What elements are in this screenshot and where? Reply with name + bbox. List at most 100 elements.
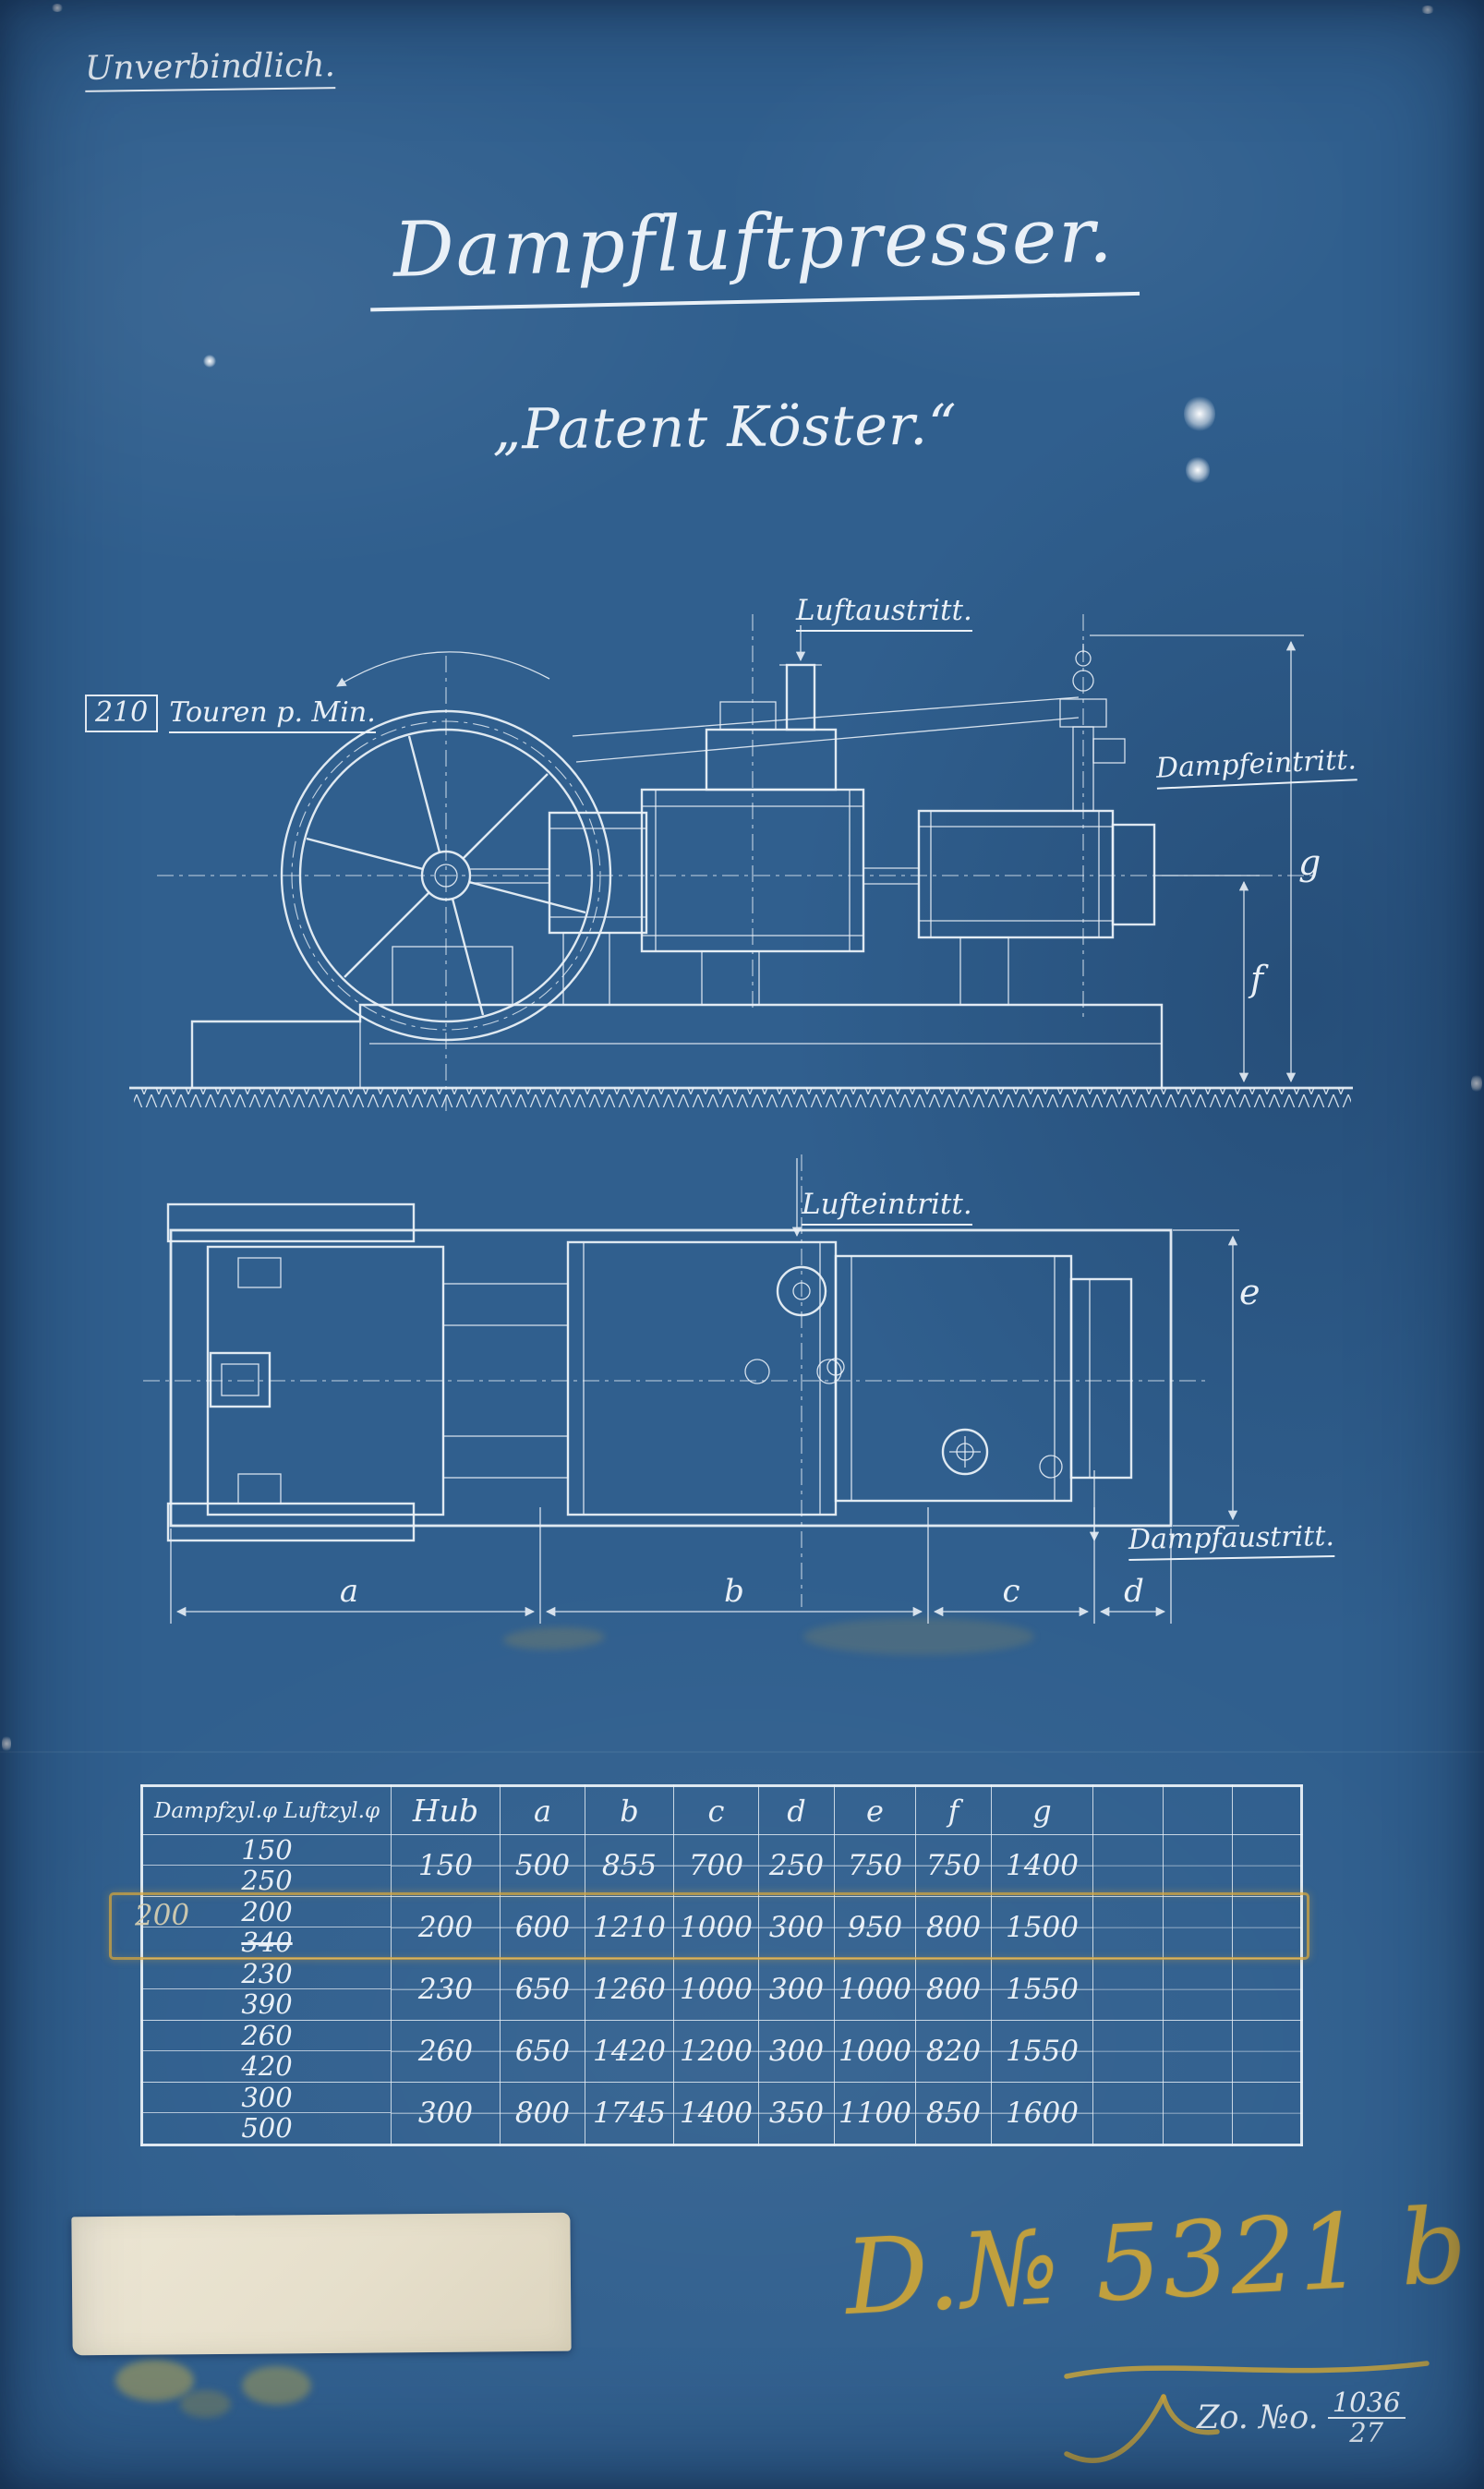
- header-d: d: [758, 1785, 835, 1835]
- cell-empty: [1232, 1834, 1302, 1897]
- luftzyl-value: 390: [241, 1988, 293, 2020]
- label-rpm: 210 Touren p. Min.: [85, 695, 376, 733]
- side-view-drawing: g f: [129, 614, 1353, 1111]
- cell-f: 850: [915, 2082, 992, 2145]
- dampfzyl-value: 300: [143, 2083, 391, 2113]
- paper-fold-line: [0, 1751, 1484, 1753]
- row-highlight-marker: [109, 1892, 1309, 1960]
- steam-outlet-port: [941, 1428, 989, 1476]
- cell-empty: [1092, 1896, 1164, 1959]
- flywheel: [280, 651, 612, 1042]
- header-b: b: [585, 1785, 674, 1835]
- cell-e: 950: [834, 1896, 916, 1959]
- page-subtitle: „Patent Köster.“: [491, 393, 959, 463]
- svg-text:g: g: [1298, 842, 1321, 883]
- cell-d: 300: [758, 2020, 835, 2083]
- air-inlet-port: [776, 1265, 827, 1317]
- centerlines: [157, 614, 1316, 1111]
- svg-text:e: e: [1239, 1272, 1261, 1312]
- dampfzyl-value: 150: [143, 1835, 391, 1866]
- header-e: e: [834, 1785, 916, 1835]
- cell-empty: [1163, 1958, 1233, 2021]
- header-diameters: Dampfzyl.φ Luftzyl.φ: [141, 1785, 392, 1835]
- cell-g: 1550: [991, 2020, 1093, 2083]
- cell-g: 1500: [991, 1896, 1093, 1959]
- governor-assembly: [572, 644, 1126, 812]
- cell-empty: [1163, 1834, 1233, 1897]
- dampfzyl-value: 230: [143, 1959, 391, 1989]
- svg-text:d: d: [1124, 1573, 1144, 1610]
- cell-empty: [1232, 1896, 1302, 1959]
- spec-table: Dampfzyl.φ Luftzyl.φ Hub a b c d e f g 1…: [140, 1784, 1303, 2146]
- header-empty: [1092, 1785, 1164, 1835]
- rpm-value: 210: [85, 695, 159, 732]
- header-empty: [1163, 1785, 1233, 1835]
- pencil-check-mark: [1064, 2394, 1166, 2463]
- header-empty: [1232, 1785, 1302, 1835]
- luftzyl-value: 250: [241, 1865, 293, 1896]
- cell-c: 1000: [673, 1958, 759, 2021]
- valve-chest: [705, 728, 838, 791]
- cell-empty: [1163, 1896, 1233, 1959]
- label-air-outlet: Luftaustritt.: [796, 594, 972, 632]
- paper-speck: [2, 1734, 11, 1753]
- table-header-row: Dampfzyl.φ Luftzyl.φ Hub a b c d e f g: [141, 1785, 1302, 1835]
- cell-c: 1400: [673, 2082, 759, 2145]
- label-steam-outlet: Dampfaustritt.: [1128, 1520, 1335, 1561]
- drawing-number-scrawl: D.№ 5321 b: [842, 2185, 1472, 2338]
- bedplate: [166, 1202, 1173, 1542]
- dimension-f: f: [1154, 875, 1269, 1083]
- cell-a: 500: [500, 1834, 585, 1897]
- paper-speck: [1471, 1073, 1482, 1093]
- dampfzyl-value: 200: [143, 1897, 391, 1927]
- pencil-underline: [1064, 2361, 1430, 2379]
- luftzyl-value: 500: [241, 2112, 293, 2144]
- cell-empty: [1092, 2020, 1164, 2083]
- cell-g: 1600: [991, 2082, 1093, 2145]
- plan-view-drawing: e a b c d: [143, 1154, 1261, 1624]
- air-cylinder: [640, 625, 865, 953]
- cell-f: 800: [915, 1958, 992, 2021]
- cell-c: 1200: [673, 2020, 759, 2083]
- note-unverbindlich: Unverbindlich.: [84, 46, 336, 92]
- dimension-chain: a b c d: [170, 1507, 1172, 1624]
- pencil-flourish-marks: [1064, 2361, 1430, 2463]
- dimension-e: e: [1173, 1229, 1261, 1527]
- cell-empty: [1232, 2082, 1302, 2145]
- cell-d: 300: [758, 1896, 835, 1959]
- reference-number: Zo. №o. 1036 27: [1197, 2388, 1406, 2447]
- cell-b: 1260: [585, 1958, 674, 2021]
- cell-d: 250: [758, 1834, 835, 1897]
- cell-g: 1550: [991, 1958, 1093, 2021]
- cell-hub: 150: [391, 1834, 501, 1897]
- svg-text:f: f: [1248, 959, 1269, 999]
- cell-e: 1100: [834, 2082, 916, 2145]
- paper-speck: [1184, 395, 1215, 432]
- paper-speck: [1186, 456, 1210, 484]
- cell-g: 1400: [991, 1834, 1093, 1897]
- cell-hub: 230: [391, 1958, 501, 2021]
- crank-guide-block: [206, 1245, 569, 1516]
- cell-a: 650: [500, 2020, 585, 2083]
- page-title: Dampfluftpresser.: [368, 190, 1140, 312]
- cell-a: 800: [500, 2082, 585, 2145]
- header-hub: Hub: [391, 1785, 501, 1835]
- cell-empty: [1232, 1958, 1302, 2021]
- header-g: g: [991, 1785, 1093, 1835]
- pasted-label-patch: [71, 2212, 572, 2356]
- rpm-text: Touren p. Min.: [169, 696, 376, 733]
- dampfzyl-value: 260: [143, 2021, 391, 2051]
- cell-empty: [1092, 1834, 1164, 1897]
- cell-a: 600: [500, 1896, 585, 1959]
